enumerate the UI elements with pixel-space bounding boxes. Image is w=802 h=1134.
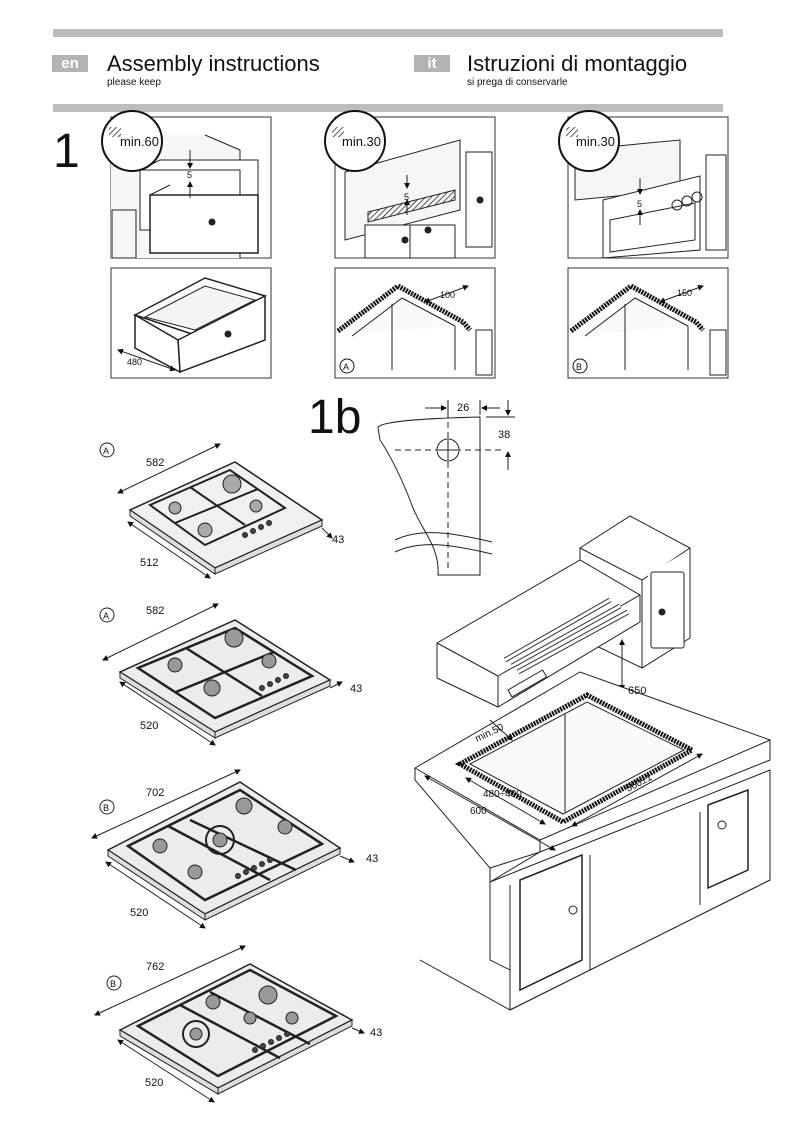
hob-2-depth-dimension: 520 bbox=[140, 720, 158, 732]
panel-3-gap-label: 5 bbox=[637, 199, 642, 209]
hob-2-width-dimension: 582 bbox=[146, 605, 164, 617]
panel-2-min-label: min.30 bbox=[342, 134, 381, 149]
panel-1-dim-label: 480 bbox=[127, 357, 142, 367]
page-subtitle-en: please keep bbox=[107, 77, 161, 88]
hob-3-height-dimension: 43 bbox=[366, 853, 378, 865]
hob-3-width-dimension: 702 bbox=[146, 787, 164, 799]
panel-3-dim-label: 150 bbox=[677, 288, 692, 298]
page-title-en: Assembly instructions bbox=[107, 51, 320, 76]
hob-2-height-dimension: 43 bbox=[350, 683, 362, 695]
detail-vertical-dimension: 38 bbox=[498, 429, 510, 441]
panel-2-gap-label: 5 bbox=[404, 192, 409, 202]
header-bottom-rule bbox=[53, 104, 723, 112]
hob-1-width-dimension: 582 bbox=[146, 457, 164, 469]
hob-3-illustration bbox=[91, 769, 355, 929]
panel-3-bottom-illustration bbox=[567, 267, 729, 379]
language-code-it: it bbox=[414, 55, 450, 72]
header-top-rule bbox=[53, 29, 723, 37]
worktop-depth-dimension: 600 bbox=[470, 806, 487, 817]
page-title-it: Istruzioni di montaggio bbox=[467, 51, 688, 76]
panel-2-variant-label: A bbox=[343, 362, 349, 372]
panel-2-dim-label: 100 bbox=[440, 290, 455, 300]
panel-2-bottom-illustration bbox=[334, 267, 496, 379]
page-subtitle-it: si prega di conservarle bbox=[467, 77, 568, 88]
hob-4-height-dimension: 43 bbox=[370, 1027, 382, 1039]
hob-1-variant-label: A bbox=[103, 446, 109, 456]
hob-4-width-dimension: 762 bbox=[146, 961, 164, 973]
cutout-depth-dimension: 480÷490 bbox=[483, 789, 522, 800]
hob-4-variant-label: B bbox=[110, 979, 116, 989]
step-number-1b: 1b bbox=[308, 391, 362, 444]
hob-4-illustration bbox=[94, 945, 365, 1103]
panel-1-gap-label: 5 bbox=[187, 170, 192, 180]
hob-3-variant-label: B bbox=[103, 803, 109, 813]
hob-4-depth-dimension: 520 bbox=[145, 1077, 163, 1089]
detail-horizontal-dimension: 26 bbox=[457, 402, 469, 414]
panel-3-min-label: min.30 bbox=[576, 134, 615, 149]
panel-1-bottom-illustration bbox=[110, 267, 272, 379]
hob-3-depth-dimension: 520 bbox=[130, 907, 148, 919]
panel-3-min-badge bbox=[558, 110, 620, 172]
hob-1-illustration bbox=[99, 442, 333, 579]
installation-drawing bbox=[414, 515, 771, 1011]
hob-2-illustration bbox=[99, 603, 343, 746]
language-code-en: en bbox=[52, 55, 88, 72]
hob-1-height-dimension: 43 bbox=[332, 534, 344, 546]
detail-bracket-drawing bbox=[377, 400, 515, 576]
hood-clearance-dimension: 650 bbox=[628, 685, 646, 697]
panel-1-min-badge bbox=[101, 110, 163, 172]
panel-1-min-label: min.60 bbox=[120, 134, 159, 149]
hob-2-variant-label: A bbox=[103, 611, 109, 621]
panel-3-variant-label: B bbox=[576, 362, 582, 372]
step-number-1: 1 bbox=[53, 125, 80, 178]
hob-1-depth-dimension: 512 bbox=[140, 557, 158, 569]
panel-2-min-badge bbox=[324, 110, 386, 172]
